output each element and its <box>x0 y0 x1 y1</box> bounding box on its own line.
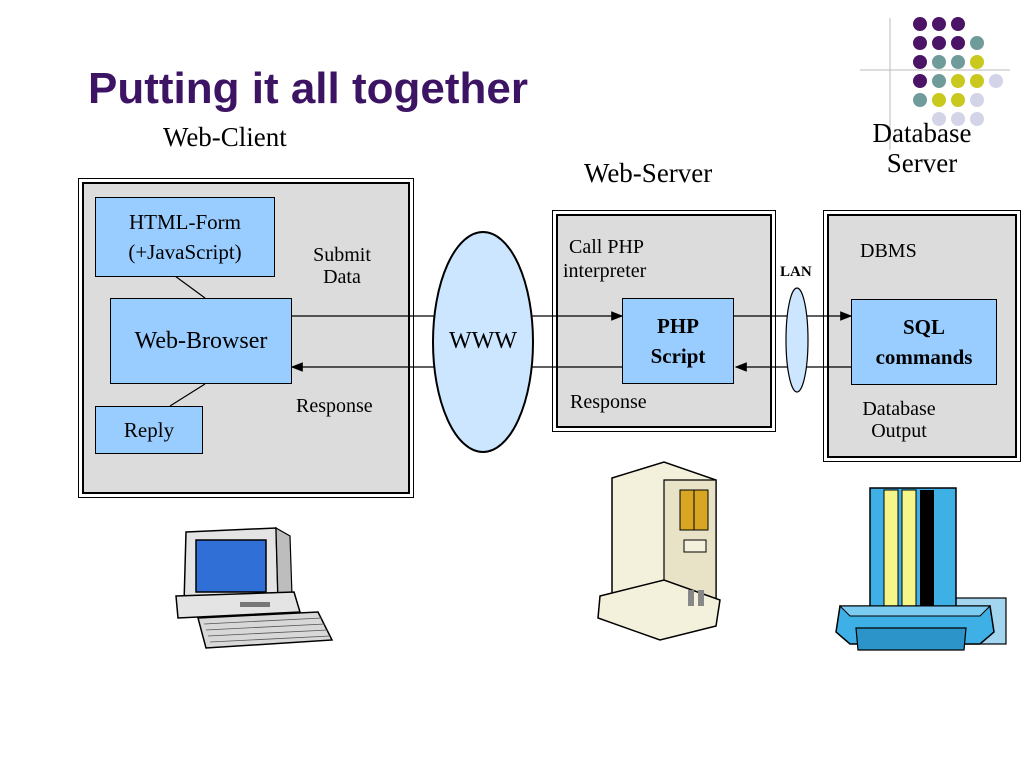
decorative-dot <box>951 93 965 107</box>
php-script-box: PHP Script <box>622 298 734 384</box>
page-title: Putting it all together <box>88 64 528 113</box>
decorative-dot <box>989 74 1003 88</box>
sql-commands-line1: SQL <box>902 315 946 339</box>
database-output-line2: Output <box>871 420 927 442</box>
decorative-dot <box>951 17 965 31</box>
php-script-line2: Script <box>650 344 706 368</box>
lan-ellipse <box>785 287 809 393</box>
decorative-dot <box>913 17 927 31</box>
decorative-dot <box>951 112 965 126</box>
www-ellipse <box>432 231 534 453</box>
server-response-label: Response <box>570 391 647 413</box>
decorative-dot <box>951 55 965 69</box>
sql-commands-line2: commands <box>875 345 973 369</box>
decorative-dot <box>913 36 927 50</box>
dbms-label: DBMS <box>860 240 917 262</box>
decorative-dot <box>970 36 984 50</box>
database-server-label-line1: Database <box>872 118 972 148</box>
sql-commands-box: SQL commands <box>851 299 997 385</box>
client-response-label: Response <box>296 395 373 417</box>
decorative-dot <box>932 112 946 126</box>
decorative-dot <box>913 74 927 88</box>
decorative-dot <box>951 36 965 50</box>
web-server-label: Web-Server <box>584 158 713 188</box>
decorative-dot <box>932 74 946 88</box>
decorative-dot <box>932 36 946 50</box>
decorative-dot-grid <box>860 17 1010 150</box>
decorative-dot <box>932 17 946 31</box>
decorative-dot <box>970 55 984 69</box>
decorative-dot <box>913 93 927 107</box>
web-browser-label: Web-Browser <box>134 327 268 354</box>
decorative-dot <box>970 93 984 107</box>
html-form-line1: HTML-Form <box>129 210 241 234</box>
database-output-line1: Database <box>862 398 936 420</box>
reply-box: Reply <box>95 406 203 454</box>
submit-data-label: Submit Data <box>298 244 386 288</box>
database-server-label-line2: Server <box>886 148 958 178</box>
decorative-dot <box>970 74 984 88</box>
www-label: WWW <box>449 328 517 354</box>
html-form-line2: (+JavaScript) <box>128 240 242 264</box>
decorative-dot <box>932 55 946 69</box>
lan-label: LAN <box>780 264 812 280</box>
submit-data-line1: Submit <box>313 244 371 266</box>
decorative-dot <box>970 112 984 126</box>
html-form-box: HTML-Form (+JavaScript) <box>95 197 275 277</box>
call-php-label: Call PHP interpreter <box>563 235 646 283</box>
call-php-line2: interpreter <box>563 260 647 282</box>
php-script-line1: PHP <box>657 314 699 338</box>
decorative-dot <box>913 55 927 69</box>
web-client-label: Web-Client <box>163 122 287 152</box>
database-server-label: Database Server <box>852 118 992 178</box>
web-browser-box: Web-Browser <box>110 298 292 384</box>
decorative-dot <box>932 93 946 107</box>
reply-label: Reply <box>123 417 175 442</box>
submit-data-line2: Data <box>323 266 361 288</box>
database-output-label: Database Output <box>846 398 952 442</box>
decorative-dot <box>951 74 965 88</box>
call-php-line1: Call PHP <box>569 236 645 258</box>
